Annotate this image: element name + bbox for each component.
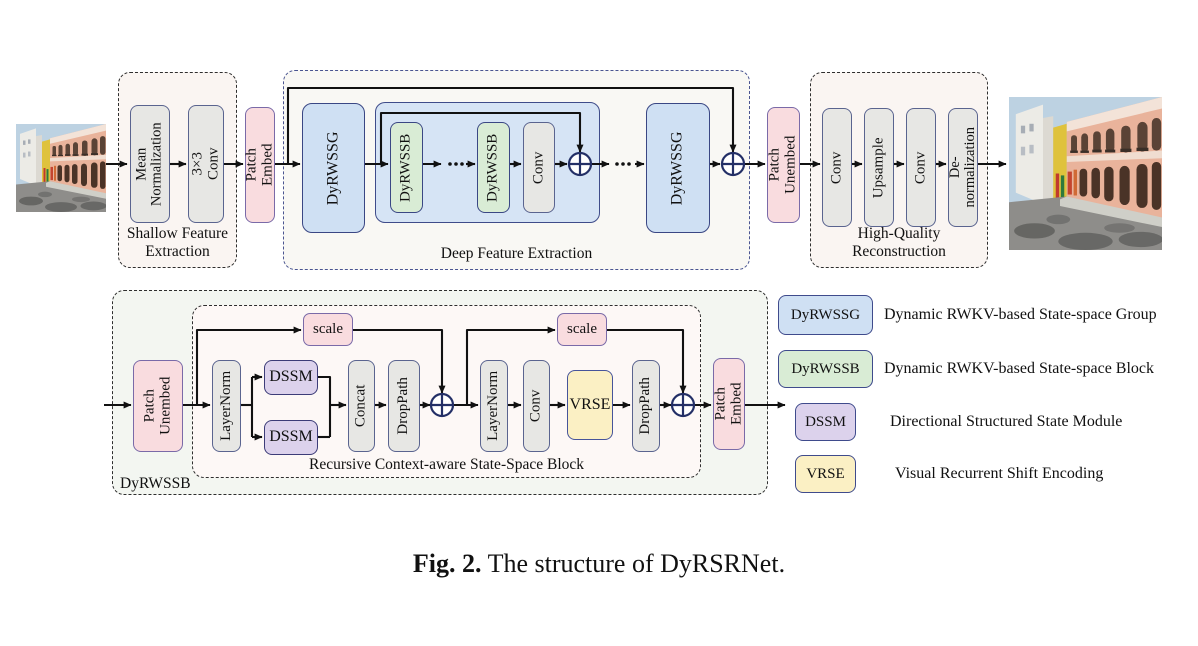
- block-hq-conv-2-label: Conv: [912, 151, 929, 184]
- block-conv-bottom-label: Conv: [527, 389, 544, 423]
- deep-box-title: Deep Feature Extraction: [440, 245, 593, 263]
- legend-dyrwssb-abbr: DyRWSSB: [791, 360, 860, 377]
- block-de-normalization-label: De-normalization: [946, 127, 979, 208]
- block-scale-2: scale: [557, 313, 607, 346]
- block-patch-unembed-top-label: Patch Unembed: [766, 135, 799, 195]
- block-conv-bottom: Conv: [523, 360, 550, 452]
- block-layernorm-1: LayerNorm: [212, 360, 241, 452]
- legend-item-dyrwssb: DyRWSSB: [778, 350, 873, 388]
- block-layernorm-2: LayerNorm: [480, 360, 508, 452]
- figure-caption: Fig. 2. The structure of DyRSRNet.: [0, 549, 1198, 579]
- legend-dssm-desc: Directional Structured State Module: [890, 413, 1123, 430]
- block-hq-conv-1-label: Conv: [828, 151, 845, 184]
- legend-dssm-abbr: DSSM: [805, 413, 846, 430]
- block-dyrwssg-2-label: DyRWSSG: [668, 131, 686, 205]
- block-patch-unembed-top: Patch Unembed: [767, 107, 800, 223]
- block-dyrwssg-1: DyRWSSG: [302, 103, 365, 233]
- block-dyrwssb-2: DyRWSSB: [477, 122, 510, 213]
- block-vrse-label: VRSE: [569, 395, 611, 413]
- legend-dyrwssg-desc: Dynamic RWKV-based State-space Group: [884, 306, 1157, 323]
- block-dyrwssb-2-label: DyRWSSB: [484, 133, 501, 202]
- figure-caption-number: Fig. 2.: [412, 549, 482, 578]
- block-patch-unembed-bottom-label: Patch Unembed: [141, 376, 174, 436]
- input-image: [16, 124, 106, 212]
- block-dyrwssg-1-label: DyRWSSG: [324, 131, 342, 205]
- block-upsample: Upsample: [864, 108, 894, 227]
- block-droppath-2: DropPath: [632, 360, 660, 452]
- block-droppath-1: DropPath: [388, 360, 420, 452]
- legend-item-vrse: VRSE: [795, 455, 856, 493]
- block-dyrwssb-1: DyRWSSB: [390, 122, 423, 213]
- legend-item-dyrwssg: DyRWSSG: [778, 295, 873, 335]
- block-droppath-1-label: DropPath: [395, 377, 412, 435]
- block-patch-embed-top: Patch Embed: [243, 107, 275, 223]
- block-mean-normalization-label: Mean Normalization: [133, 122, 166, 206]
- block-hq-conv-1: Conv: [822, 108, 852, 227]
- recursive-block-title: Recursive Context-aware State-Space Bloc…: [308, 456, 585, 474]
- block-scale-1: scale: [303, 313, 353, 346]
- block-vrse: VRSE: [567, 370, 613, 440]
- block-3x3-conv: 3×3 Conv: [188, 105, 224, 223]
- block-dssm-1-label: DSSM: [269, 368, 313, 386]
- block-patch-embed-bottom: Patch Embed: [712, 358, 745, 450]
- block-mean-normalization: Mean Normalization: [130, 105, 170, 223]
- block-patch-embed-bottom-label: Patch Embed: [712, 382, 744, 426]
- block-dyrwssb-1-label: DyRWSSB: [397, 133, 414, 202]
- figure-caption-text: The structure of DyRSRNet.: [487, 549, 786, 578]
- block-de-normalization: De-normalization: [946, 108, 979, 227]
- block-dssm-2: DSSM: [264, 420, 318, 455]
- shallow-box-title: Shallow Feature Extraction: [126, 225, 229, 261]
- block-concat: Concat: [348, 360, 375, 452]
- block-scale-2-label: scale: [567, 320, 597, 337]
- legend-dyrwssg-abbr: DyRWSSG: [790, 306, 861, 323]
- block-upsample-label: Upsample: [870, 137, 887, 198]
- legend-dyrwssb-desc: Dynamic RWKV-based State-space Block: [884, 360, 1155, 377]
- legend-vrse-abbr: VRSE: [806, 465, 845, 482]
- block-scale-1-label: scale: [313, 320, 343, 337]
- block-dyrwssg-2: DyRWSSG: [646, 103, 710, 233]
- block-dssm-1: DSSM: [264, 360, 318, 395]
- block-layernorm-1-label: LayerNorm: [217, 371, 234, 441]
- block-dssm-2-label: DSSM: [269, 428, 313, 446]
- block-hq-conv-2: Conv: [906, 108, 936, 227]
- block-conv-deep-label: Conv: [530, 151, 547, 184]
- block-patch-unembed-bottom: Patch Unembed: [133, 360, 183, 452]
- dyrwssb-detail-label: DyRWSSB: [120, 475, 191, 492]
- block-conv-deep: Conv: [523, 122, 555, 213]
- legend-item-dssm: DSSM: [795, 403, 856, 441]
- block-droppath-2-label: DropPath: [637, 377, 654, 435]
- block-patch-embed-top-label: Patch Embed: [243, 143, 275, 187]
- block-3x3-conv-label: 3×3 Conv: [189, 147, 221, 181]
- block-layernorm-2-label: LayerNorm: [485, 371, 502, 441]
- legend-vrse-desc: Visual Recurrent Shift Encoding: [895, 465, 1104, 482]
- output-image: [1009, 97, 1162, 250]
- hq-box-title: High-Quality Reconstruction: [852, 225, 946, 261]
- block-concat-label: Concat: [352, 384, 369, 428]
